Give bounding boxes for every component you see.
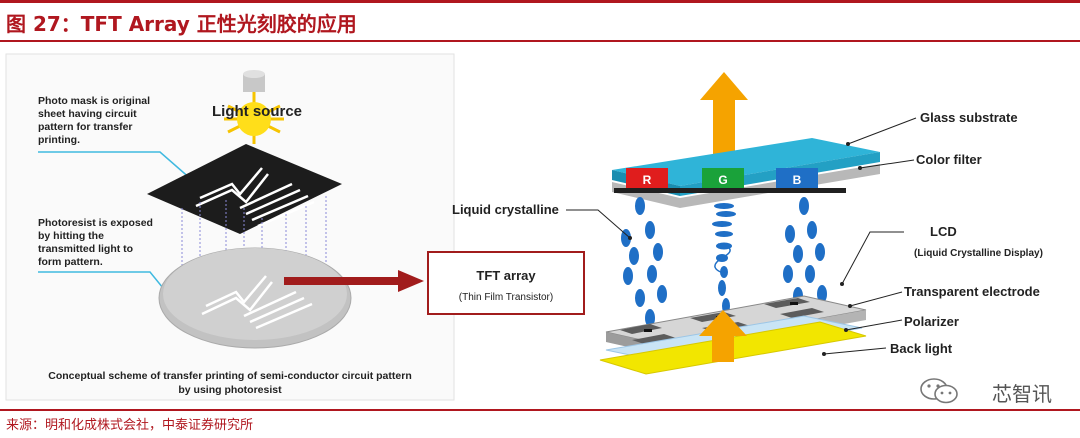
mask-note-leader <box>38 151 193 181</box>
lc-leader <box>566 209 631 239</box>
filter-b <box>776 168 818 190</box>
resist-note-line-2: by hitting the <box>38 230 104 242</box>
polarizer-label: Polarizer <box>904 314 959 329</box>
footer-rule <box>0 409 1080 411</box>
tft-array-box <box>427 251 585 315</box>
liquid-crystalline-label: Liquid crystalline <box>452 202 559 217</box>
filter-leader <box>859 159 915 169</box>
backlight-leader <box>823 347 887 355</box>
transparent-electrode-label: Transparent electrode <box>904 284 1040 299</box>
glass-substrate <box>612 138 880 186</box>
left-caption-line-1: Conceptual scheme of transfer printing o… <box>48 370 411 382</box>
electrode-leader <box>849 291 903 307</box>
lcd-leader <box>841 231 904 285</box>
filter-g <box>702 168 744 190</box>
resist-note-line-1: Photoresist is exposed <box>38 217 153 229</box>
tft-array-full-label: (Thin Film Transistor) <box>459 292 553 303</box>
tft-array-label: TFT array <box>476 268 536 283</box>
source-note: 来源：明和化成株式会社，中泰证券研究所 <box>6 418 254 433</box>
figure-title: 图 27：TFT Array 正性光刻胶的应用 <box>6 12 357 36</box>
mask-pattern <box>195 167 315 228</box>
figure-diagram: Light source Photo mask is original shee… <box>5 53 1043 401</box>
glass-substrate-label: Glass substrate <box>920 110 1018 125</box>
left-caption-line-2: by using photoresist <box>178 384 282 396</box>
filter-r-label: R <box>643 173 652 187</box>
watermark-text: 芯智讯 <box>992 382 1052 406</box>
mask-note-line-2: sheet having circuit <box>38 108 137 120</box>
tft-cells <box>620 298 824 344</box>
color-filter-label: Color filter <box>916 152 982 167</box>
filter-b-label: B <box>793 173 802 187</box>
wafer-pattern <box>201 275 313 330</box>
lcd-full-label: (Liquid Crystalline Display) <box>914 248 1043 259</box>
lcd-label: LCD <box>930 224 957 239</box>
lc-spiral-guide <box>714 243 731 275</box>
light-out-arrow-icon <box>700 72 748 154</box>
back-light-label: Back light <box>890 341 953 356</box>
label-dots <box>628 142 862 356</box>
wechat-icon <box>920 378 958 404</box>
light-source-icon <box>224 70 284 144</box>
filter-g-label: G <box>718 173 727 187</box>
resist-note-line-4: form pattern. <box>38 256 103 268</box>
resist-note-line-3: transmitted light to <box>38 243 133 255</box>
connector-arrow-icon <box>284 270 424 292</box>
mask-note-line-4: printing. <box>38 134 80 146</box>
glass-leader <box>847 117 917 145</box>
backlight-arrow-icon <box>699 310 747 362</box>
filter-r <box>626 168 668 190</box>
light-source-label: Light source <box>212 103 302 120</box>
top-accent-line <box>0 0 1080 3</box>
mask-note-line-3: pattern for transfer <box>38 121 133 133</box>
title-rule <box>0 40 1080 42</box>
polarizer-leader <box>845 319 903 331</box>
mask-note-line-1: Photo mask is original <box>38 95 150 107</box>
